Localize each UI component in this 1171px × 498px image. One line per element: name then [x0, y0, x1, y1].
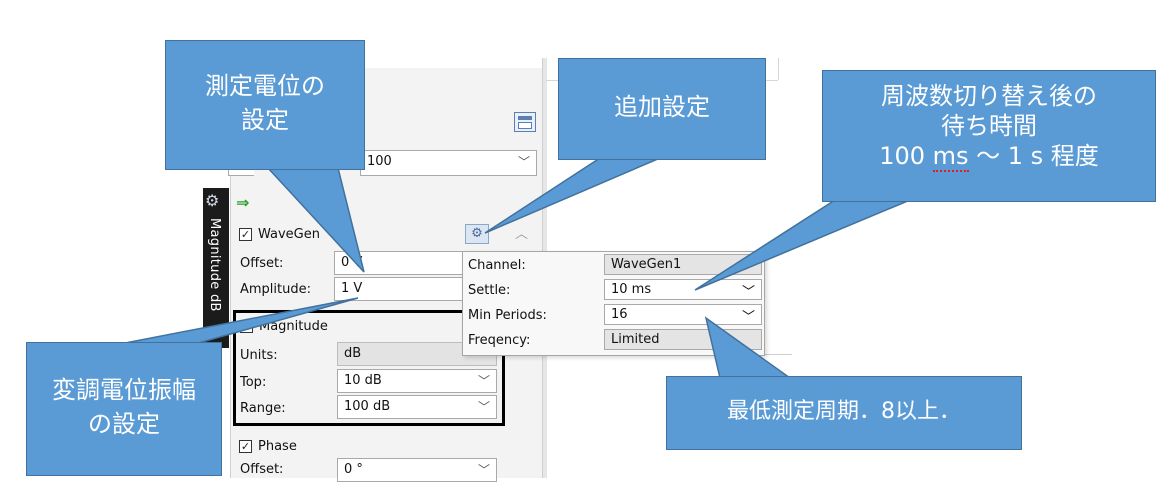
- divider-line-mid: [764, 354, 792, 355]
- wavegen-amplitude-label: Amplitude:: [240, 282, 311, 297]
- popup-min-periods-label: Min Periods:: [468, 308, 547, 323]
- magnitude-range-value: 100 dB: [344, 399, 391, 414]
- wavegen-checkbox[interactable]: ✓: [239, 228, 252, 241]
- callout-wait-line3-a: 100: [879, 142, 933, 170]
- callout-measure-line2: 設定: [241, 106, 289, 134]
- chevron-down-icon: ﹀: [741, 310, 755, 325]
- phase-label: Phase: [258, 439, 297, 454]
- wavegen-settings-gear-icon[interactable]: ⚙: [465, 224, 489, 244]
- callout-min-periods-text: 最低測定周期．8以上．: [727, 399, 961, 424]
- side-tab-label: Magnitude dB: [207, 218, 222, 312]
- callout-measure-potential: 測定電位の 設定: [165, 40, 365, 170]
- callout-pointer-wait: [694, 199, 911, 291]
- callout-wait-line3-b: ～ 1 s 程度: [968, 142, 1099, 170]
- chevron-down-icon: ﹀: [477, 374, 490, 388]
- phase-checkbox[interactable]: ✓: [239, 440, 252, 453]
- callout-wait-line1: 周波数切り替え後の: [881, 82, 1097, 110]
- magnitude-label: Magnitude: [259, 319, 328, 334]
- phase-offset-value: 0 °: [344, 462, 363, 477]
- chevron-down-icon: ﹀: [477, 463, 490, 477]
- callout-pointer-additional: [484, 157, 661, 234]
- chevron-down-icon: ﹀: [517, 155, 530, 169]
- magnitude-top-combo[interactable]: 10 dB ﹀: [337, 369, 497, 393]
- callout-wait-line2: 待ち時間: [941, 112, 1037, 140]
- chevron-down-icon: ﹀: [741, 285, 755, 300]
- wavegen-label: WaveGen: [258, 227, 320, 242]
- callout-wait-line3-ms: ms: [932, 142, 969, 172]
- callout-wait-time: 周波数切り替え後の 待ち時間 100 ms ～ 1 s 程度: [822, 70, 1156, 202]
- popup-settle-value: 10 ms: [611, 282, 652, 297]
- callout-amplitude-line2: の設定: [88, 410, 160, 438]
- callout-pointer-measure: [266, 167, 365, 273]
- gear-icon[interactable]: ⚙: [205, 191, 220, 210]
- popup-settle-label: Settle:: [468, 283, 511, 298]
- magnitude-units-value: dB: [344, 346, 362, 361]
- callout-additional-text: 追加設定: [614, 93, 710, 121]
- magnitude-range-combo[interactable]: 100 dB ﹀: [337, 395, 497, 419]
- wavegen-amplitude-field[interactable]: 1 V: [334, 277, 464, 301]
- magnitude-top-label: Top:: [240, 375, 267, 390]
- callout-wait-line3: 100 ms ～ 1 s 程度: [823, 141, 1155, 172]
- callout-min-periods: 最低測定周期．8以上．: [666, 376, 1022, 450]
- samples-combo[interactable]: 100 ﹀: [360, 150, 537, 176]
- side-tab-strip[interactable]: Magnitude dB: [203, 188, 229, 348]
- popup-min-periods-value: 16: [611, 307, 628, 322]
- callout-additional-settings: 追加設定: [558, 58, 766, 160]
- popup-channel-label: Channel:: [468, 258, 526, 273]
- wavegen-offset-label: Offset:: [240, 256, 284, 271]
- callout-pointer-amplitude: [119, 297, 359, 345]
- callout-pointer-min-periods: [704, 316, 793, 379]
- popup-channel-combo[interactable]: WaveGen1: [604, 254, 762, 275]
- magnitude-group-highlight: [233, 310, 505, 426]
- popup-settle-combo[interactable]: 10 ms ﹀: [604, 279, 762, 300]
- popup-frequency-value: Limited: [611, 332, 660, 347]
- chevron-down-icon: ﹀: [477, 400, 490, 414]
- callout-amplitude: 変調電位振幅 の設定: [26, 342, 222, 476]
- arrow-right-icon[interactable]: ⇒: [236, 193, 250, 212]
- phase-offset-label: Offset:: [240, 462, 284, 477]
- popup-min-periods-combo[interactable]: 16 ﹀: [604, 304, 762, 325]
- popup-channel-value: WaveGen1: [611, 257, 682, 272]
- wavegen-amplitude-value: 1 V: [341, 281, 363, 296]
- callout-measure-line1: 測定電位の: [205, 72, 325, 100]
- scroll-up-icon[interactable]: ︿: [515, 227, 529, 242]
- window-icon[interactable]: [514, 112, 536, 132]
- magnitude-top-value: 10 dB: [344, 373, 382, 388]
- divider-tick: [778, 58, 779, 80]
- samples-combo-value: 100: [367, 154, 392, 169]
- phase-offset-combo[interactable]: 0 ° ﹀: [337, 458, 497, 482]
- magnitude-range-label: Range:: [240, 401, 286, 416]
- callout-amplitude-line1: 変調電位振幅: [52, 376, 196, 404]
- magnitude-units-label: Units:: [240, 348, 278, 363]
- popup-frequency-label: Freqency:: [468, 333, 531, 348]
